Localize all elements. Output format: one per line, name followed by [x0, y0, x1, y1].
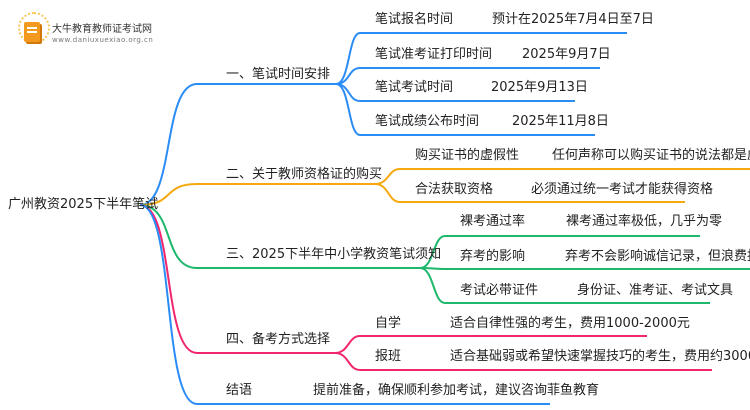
node-value: 2025年9月13日	[491, 80, 588, 95]
node-value: 适合基础弱或希望快速掌握技巧的考生，费用约3000元	[450, 349, 750, 364]
node-label: 购买证书的虚假性	[415, 148, 520, 163]
branch-5-connector	[139, 204, 550, 405]
node-value: 必须通过统一考试才能获得资格	[531, 182, 714, 197]
branch-1-label: 一、笔试时间安排	[226, 67, 331, 82]
node-label: 笔试准考证打印时间	[375, 47, 493, 62]
branch-4-label: 四、备考方式选择	[226, 332, 331, 347]
branch-1-sub-1-connector	[335, 32, 627, 85]
branch-2-sub-2-connector	[374, 183, 685, 203]
branch-4-sub-1-connector	[334, 335, 647, 354]
node-value: 提前准备，确保顺利参加考试，建议咨询菲鱼教育	[313, 383, 600, 398]
branch-2-label: 二、关于教师资格证的购买	[226, 167, 383, 182]
branch-2-connector	[139, 183, 375, 206]
logo-sun-icon	[18, 12, 50, 44]
node-value: 预计在2025年7月4日至7日	[492, 12, 654, 27]
node-label: 笔试成绩公布时间	[375, 114, 480, 129]
node-value: 弃考不会影响诚信记录，但浪费报名费	[565, 249, 750, 264]
node-value: 裸考通过率极低，几乎为零	[566, 214, 723, 229]
node-value: 2025年11月8日	[512, 114, 609, 129]
node-value: 2025年9月7日	[522, 47, 611, 62]
branch-3-label: 三、2025下半年中小学教资笔试须知	[226, 247, 442, 262]
node-label: 裸考通过率	[460, 214, 526, 229]
node-label: 报班	[375, 349, 402, 364]
branch-3-sub-1-connector	[419, 235, 700, 269]
node-label: 自学	[375, 316, 402, 331]
node-label: 笔试考试时间	[375, 80, 454, 95]
branch-1-sub-2-connector	[335, 67, 600, 85]
node-label: 合法获取资格	[415, 182, 494, 197]
logo-url: www.daniuxuexiao.org.cn	[52, 36, 154, 44]
node-label: 弃考的影响	[460, 249, 526, 264]
branch-1-sub-4-connector	[335, 83, 595, 136]
branch-1-connector	[139, 83, 336, 206]
node-value: 身份证、准考证、考试文具	[577, 283, 734, 298]
branch-4-connector	[139, 204, 335, 354]
node-value: 适合自律性强的考生，费用1000-2000元	[450, 316, 690, 331]
branch-5-label: 结语	[226, 383, 253, 398]
node-label: 考试必带证件	[460, 283, 539, 298]
book-icon	[24, 22, 40, 42]
root-node: 广州教资2025下半年笔试	[8, 197, 159, 212]
branch-4-sub-2-connector	[334, 352, 712, 371]
node-label: 笔试报名时间	[375, 12, 454, 27]
branch-3-connector	[139, 204, 420, 269]
branch-3-sub-3-connector	[419, 267, 710, 304]
logo-title: 大牛教育教师证考试网	[52, 24, 152, 35]
node-value: 任何声称可以购买证书的说法都是虚假的	[552, 148, 750, 163]
branch-3-sub-2-connector	[419, 267, 750, 270]
branch-2-sub-1-connector	[374, 168, 750, 185]
